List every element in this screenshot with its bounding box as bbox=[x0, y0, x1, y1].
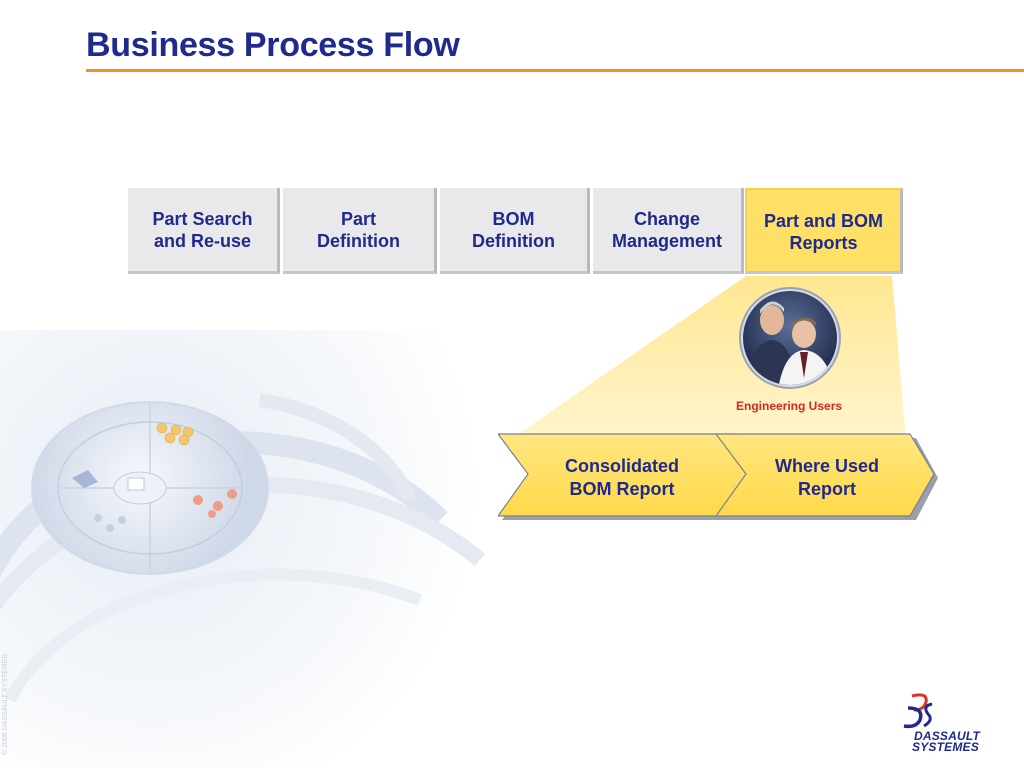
step-label: Part Definition bbox=[317, 209, 400, 251]
title-underline bbox=[86, 69, 1024, 72]
engineering-users-photo bbox=[739, 287, 841, 389]
logo-text-line1: DASSAULT bbox=[914, 729, 981, 743]
step-change-management[interactable]: Change Management bbox=[593, 188, 744, 274]
consolidated-bom-report-label[interactable]: Consolidated BOM Report bbox=[564, 456, 679, 499]
logo-text-line2: SYSTEMES bbox=[912, 740, 979, 754]
engineering-users-label: Engineering Users bbox=[736, 399, 843, 413]
step-part-search[interactable]: Part Search and Re-use bbox=[128, 188, 280, 274]
report-chevrons bbox=[498, 433, 938, 520]
step-label: Change Management bbox=[611, 209, 723, 251]
step-part-bom-reports[interactable]: Part and BOM Reports bbox=[745, 188, 903, 274]
step-bom-definition[interactable]: BOM Definition bbox=[440, 188, 590, 274]
copyright-text: © 2006 DASSAULT SYSTEMES bbox=[2, 654, 9, 755]
ds-logo-icon bbox=[903, 693, 933, 729]
step-part-definition[interactable]: Part Definition bbox=[283, 188, 437, 274]
step-label: Part Search and Re-use bbox=[152, 209, 253, 251]
step-label: Part and BOM Reports bbox=[763, 211, 883, 253]
where-used-report-label[interactable]: Where Used Report bbox=[774, 456, 880, 499]
where-used-chevron bbox=[714, 433, 935, 517]
page-title: Business Process Flow bbox=[86, 26, 460, 64]
step-label: BOM Definition bbox=[472, 209, 555, 251]
dassault-logo: DASSAULT SYSTEMES bbox=[900, 690, 1000, 754]
